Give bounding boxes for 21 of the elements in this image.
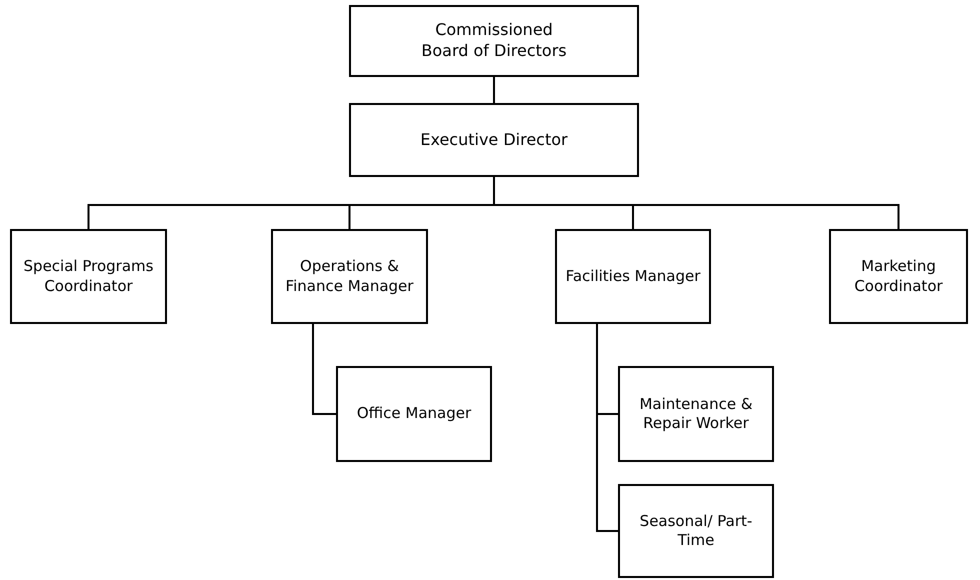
connector-line <box>596 324 618 532</box>
position-title: Facilities Manager <box>566 266 700 286</box>
position-title: Seasonal/ Part-Time <box>638 512 754 550</box>
position-box <box>618 484 774 578</box>
position-title: Operations & Finance Manager <box>284 257 414 296</box>
position-box <box>349 103 639 177</box>
position-title: Special Programs Coordinator <box>22 257 154 296</box>
position-title: Marketing Coordinator <box>853 257 944 296</box>
position-box <box>271 229 428 324</box>
position-box <box>618 366 774 462</box>
position-title: Office Manager <box>356 404 472 424</box>
position-box <box>555 229 711 324</box>
position-box <box>829 229 968 324</box>
connector-line <box>493 77 495 103</box>
position-title: Executive Director <box>420 130 568 150</box>
position-box <box>10 229 167 324</box>
position-title: Maintenance & Repair Worker <box>638 394 754 434</box>
connector-line <box>312 324 336 415</box>
position-box <box>336 366 492 462</box>
position-box <box>349 5 639 77</box>
position-title: Commissioned Board of Directors <box>420 20 568 62</box>
